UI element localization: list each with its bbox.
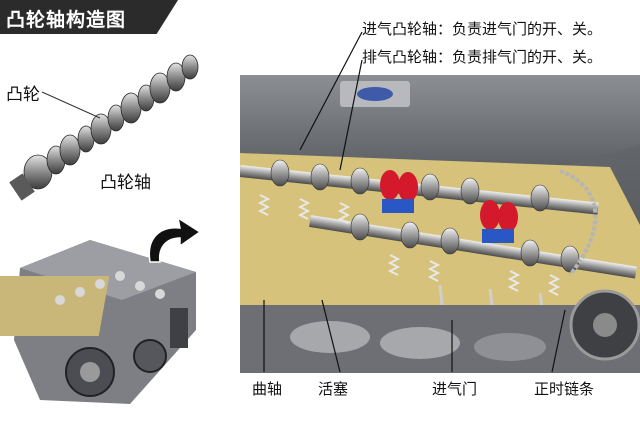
camshaft-illustration	[9, 54, 199, 201]
piston-label: 活塞	[318, 380, 349, 398]
engine-illustration	[0, 240, 196, 404]
intake-camshaft-label: 进气凸轮轴：负责进气门的开、关。	[362, 20, 603, 38]
page-title: 凸轮轴构造图	[6, 9, 127, 31]
cam-label: 凸轮	[6, 85, 40, 105]
engine-cutaway-drawing	[240, 75, 640, 373]
intake-valve-label: 进气门	[432, 380, 478, 398]
engine-cutaway-panel	[240, 75, 640, 373]
crankshaft-label: 曲轴	[252, 380, 283, 398]
exhaust-camshaft-label: 排气凸轮轴：负责排气门的开、关。	[362, 48, 603, 66]
curved-arrow-icon	[148, 216, 202, 263]
camshaft-label: 凸轮轴	[100, 173, 151, 193]
title-bar: 凸轮轴构造图	[0, 0, 178, 34]
timing-chain-label: 正时链条	[534, 380, 595, 398]
